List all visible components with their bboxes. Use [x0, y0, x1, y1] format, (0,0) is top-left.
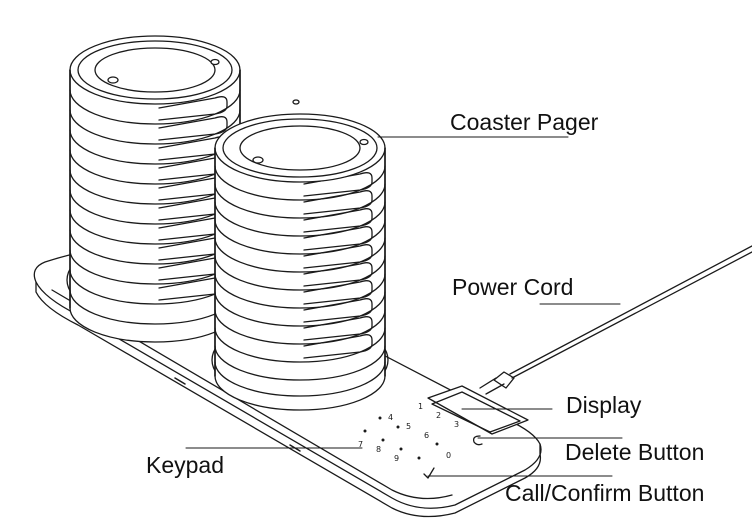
delete-button-label: Delete Button [565, 439, 705, 465]
call-confirm-button-label: Call/Confirm Button [505, 480, 705, 506]
key-3[interactable]: 3 [454, 420, 459, 429]
display-screen [427, 385, 529, 435]
call-confirm-key-icon[interactable] [423, 467, 435, 479]
key-4[interactable]: 4 [388, 413, 393, 422]
key-2[interactable]: 2 [436, 411, 441, 420]
keypad: 1 2 3 4 5 6 7 8 9 0 [358, 402, 483, 479]
key-6[interactable]: 6 [424, 431, 429, 440]
key-5[interactable]: 5 [406, 422, 411, 431]
left-pager-stack [69, 35, 241, 343]
key-0[interactable]: 0 [446, 451, 451, 460]
coaster-pager-label: Coaster Pager [450, 109, 599, 135]
delete-key-icon[interactable] [472, 435, 483, 446]
display-label: Display [566, 392, 642, 418]
key-7[interactable]: 7 [358, 440, 363, 449]
power-cord [479, 245, 752, 395]
power-cord-label: Power Cord [452, 274, 574, 300]
keypad-label: Keypad [146, 452, 225, 478]
right-pager-stack [214, 99, 386, 411]
leader-lines [185, 136, 623, 477]
key-9[interactable]: 9 [394, 454, 399, 463]
key-8[interactable]: 8 [376, 445, 381, 454]
key-1[interactable]: 1 [418, 402, 423, 411]
